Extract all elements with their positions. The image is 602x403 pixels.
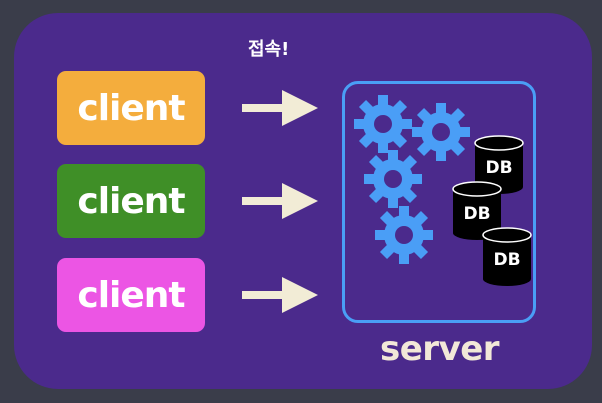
gear-icon: [412, 103, 470, 161]
db-label: DB: [463, 204, 490, 224]
gear-icon: [364, 150, 422, 208]
server-label: server: [380, 329, 500, 369]
client-box-1: client: [57, 71, 205, 145]
connect-label: 접속!: [248, 39, 290, 60]
server-box: [342, 81, 536, 323]
gear-icon: [375, 206, 433, 264]
db-label: DB: [485, 158, 512, 178]
client-box-2: client: [57, 164, 205, 238]
arrow-icon: [242, 183, 318, 219]
client-box-3: client: [57, 258, 205, 332]
database-icon: DB: [482, 227, 532, 286]
arrow-icon: [242, 90, 318, 126]
arrow-icon: [242, 277, 318, 313]
db-label: DB: [493, 250, 520, 270]
database-icon: DB: [452, 181, 502, 240]
gear-icon: [354, 95, 412, 153]
